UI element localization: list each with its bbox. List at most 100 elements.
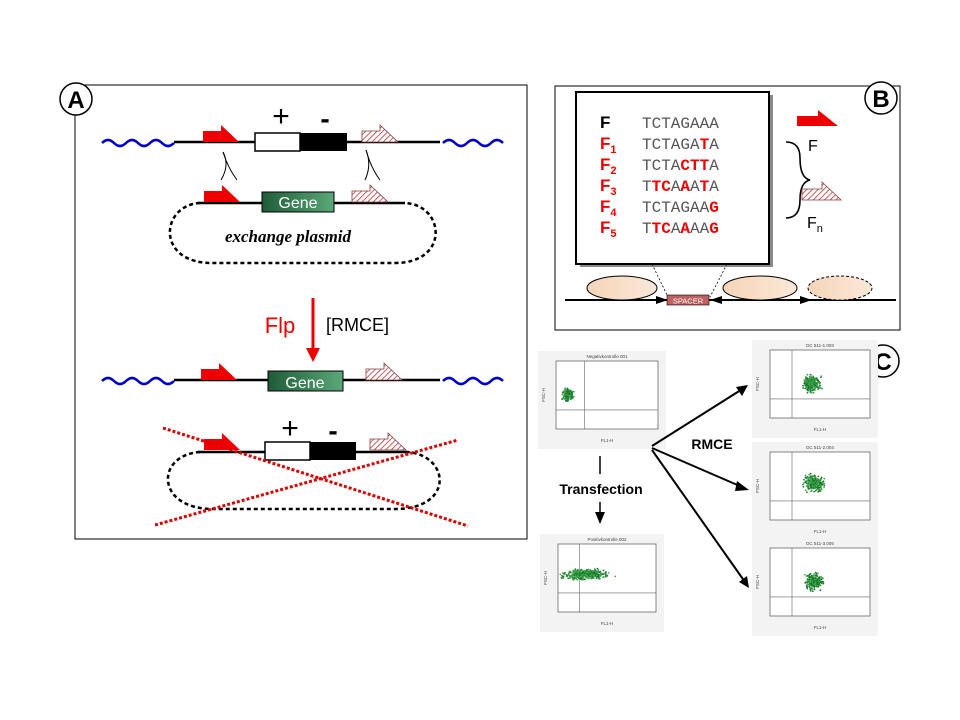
event-dot	[596, 567, 599, 570]
event-dot	[569, 398, 572, 401]
event-dot	[569, 577, 571, 580]
event-dot	[815, 377, 818, 379]
event-dot	[576, 572, 578, 575]
event-dot	[561, 393, 564, 396]
event-dot	[587, 576, 589, 578]
event-dot	[808, 481, 811, 484]
event-dot	[817, 478, 820, 481]
event-dot	[820, 375, 823, 378]
event-dot	[820, 580, 822, 583]
flp-protomer-2	[722, 275, 798, 301]
cross-out-line-2	[154, 438, 459, 527]
event-dot	[818, 381, 820, 384]
positive-marker-box	[254, 132, 301, 152]
event-dot	[586, 572, 588, 575]
event-dot	[809, 579, 812, 582]
flp-reaction: Flp [RMCE]	[265, 298, 389, 362]
event-dot	[562, 577, 565, 579]
event-dot	[596, 572, 599, 574]
left-genomic-dna	[101, 138, 175, 148]
product-gene-label: Gene	[285, 375, 324, 392]
event-dot	[815, 578, 818, 580]
event-dot	[812, 483, 815, 486]
event-dot	[818, 486, 821, 489]
event-dot	[592, 576, 594, 579]
event-dot	[565, 390, 568, 393]
event-dot	[805, 575, 808, 577]
site-sequence-5: TTCAAAAG	[642, 220, 719, 238]
event-dot	[813, 573, 816, 575]
legend-brace	[785, 141, 811, 219]
event-dot	[585, 575, 588, 578]
event-dot	[810, 574, 813, 577]
event-dot	[604, 573, 607, 575]
event-dot	[802, 384, 804, 387]
site-sequence-2: TCTACTTA	[642, 157, 719, 175]
site-name-1: F1	[600, 134, 617, 156]
event-dot	[813, 490, 816, 493]
event-dot	[577, 569, 579, 571]
event-dot	[815, 480, 817, 483]
plot-x-axis-label: FL1-H	[814, 529, 827, 534]
event-dot	[809, 472, 812, 475]
event-dot	[811, 588, 814, 590]
event-dot	[811, 382, 813, 384]
event-dot	[566, 400, 569, 402]
site-sequences: TCTAGAAATCTAGATATCTACTTATTCAAATATCTAGAAG…	[642, 115, 719, 238]
event-dot	[815, 488, 818, 491]
event-dot	[561, 577, 563, 579]
event-dot	[568, 393, 570, 396]
event-dot	[570, 571, 572, 574]
event-dot	[583, 572, 586, 575]
plasmid-gene-label: Gene	[278, 195, 317, 212]
event-dot	[806, 577, 809, 580]
event-dot	[599, 577, 601, 580]
event-dot	[818, 580, 821, 583]
event-dot	[813, 580, 815, 583]
event-dot	[575, 569, 578, 572]
site-name-3: F3	[600, 176, 617, 198]
event-dot	[590, 577, 593, 580]
event-dot	[573, 574, 576, 577]
event-dot	[809, 572, 812, 575]
event-dot	[581, 572, 584, 574]
event-dot	[578, 576, 580, 579]
panel-a-frame	[74, 84, 528, 540]
rmce-label: RMCE	[691, 436, 732, 452]
event-dot	[811, 389, 814, 392]
site-legend: F Fn	[785, 110, 843, 235]
event-dot	[822, 480, 825, 483]
event-dot	[594, 574, 597, 576]
flp-protomer-1	[586, 275, 658, 301]
event-dot	[803, 481, 805, 484]
event-dot	[806, 389, 809, 391]
event-dot	[815, 382, 818, 385]
event-dot	[817, 572, 819, 575]
event-dot	[562, 391, 564, 394]
event-dot	[807, 387, 809, 390]
event-dot	[559, 573, 562, 576]
event-dot	[817, 583, 820, 586]
event-dot	[809, 380, 812, 382]
exchange-plasmid-label: exchange plasmid	[225, 227, 352, 246]
plot-title: Negativkontrolle.001	[586, 354, 628, 359]
event-dot	[818, 490, 820, 492]
event-dot	[816, 575, 819, 577]
event-dot	[808, 377, 811, 380]
event-dot	[598, 575, 601, 577]
event-dot	[804, 489, 807, 492]
excised-cassette: + -	[154, 412, 469, 528]
event-dot	[810, 477, 813, 480]
event-dot	[606, 574, 609, 577]
event-dot	[810, 483, 813, 486]
flp-protomer-3	[807, 275, 873, 301]
event-dot	[823, 486, 825, 488]
event-dot	[575, 577, 578, 580]
event-dot	[565, 398, 567, 400]
event-dot	[818, 488, 820, 490]
event-dot	[813, 481, 815, 484]
event-dot	[810, 475, 812, 478]
event-dot	[579, 571, 582, 573]
